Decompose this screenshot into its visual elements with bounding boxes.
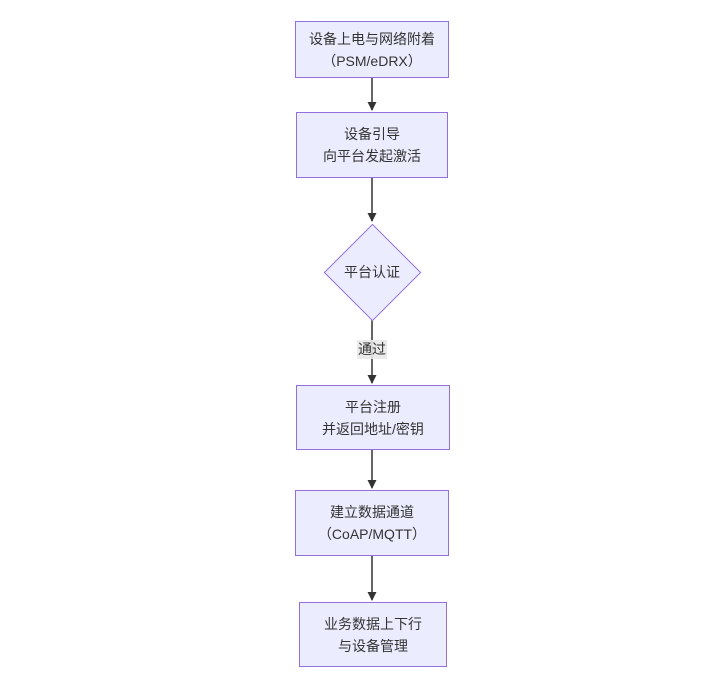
node-text-line2: （PSM/eDRX） — [322, 52, 422, 69]
node-text-line1: 建立数据通道 — [330, 504, 414, 520]
node-data-channel: 建立数据通道 （CoAP/MQTT） — [295, 490, 449, 556]
node-platform-auth: 平台认证 — [323, 223, 421, 321]
node-text-line2: 并返回地址/密钥 — [322, 420, 424, 437]
node-platform-register: 平台注册 并返回地址/密钥 — [296, 385, 450, 450]
node-text-line2: （CoAP/MQTT） — [317, 526, 427, 542]
node-text-line2: 与设备管理 — [338, 637, 408, 654]
node-text-line1: 平台认证 — [344, 264, 400, 280]
node-text-line1: 设备引导 — [344, 126, 400, 142]
node-text-line2: 向平台发起激活 — [323, 148, 421, 164]
edge-label-pass: 通过 — [357, 340, 387, 359]
node-text-line1: 设备上电与网络附着 — [309, 30, 435, 47]
node-business-data: 业务数据上下行 与设备管理 — [299, 602, 447, 667]
node-text-line1: 业务数据上下行 — [324, 615, 422, 632]
node-device-bootstrap: 设备引导 向平台发起激活 — [296, 112, 448, 178]
node-text-line1: 平台注册 — [345, 398, 401, 415]
node-power-network-attach: 设备上电与网络附着 （PSM/eDRX） — [295, 21, 449, 78]
